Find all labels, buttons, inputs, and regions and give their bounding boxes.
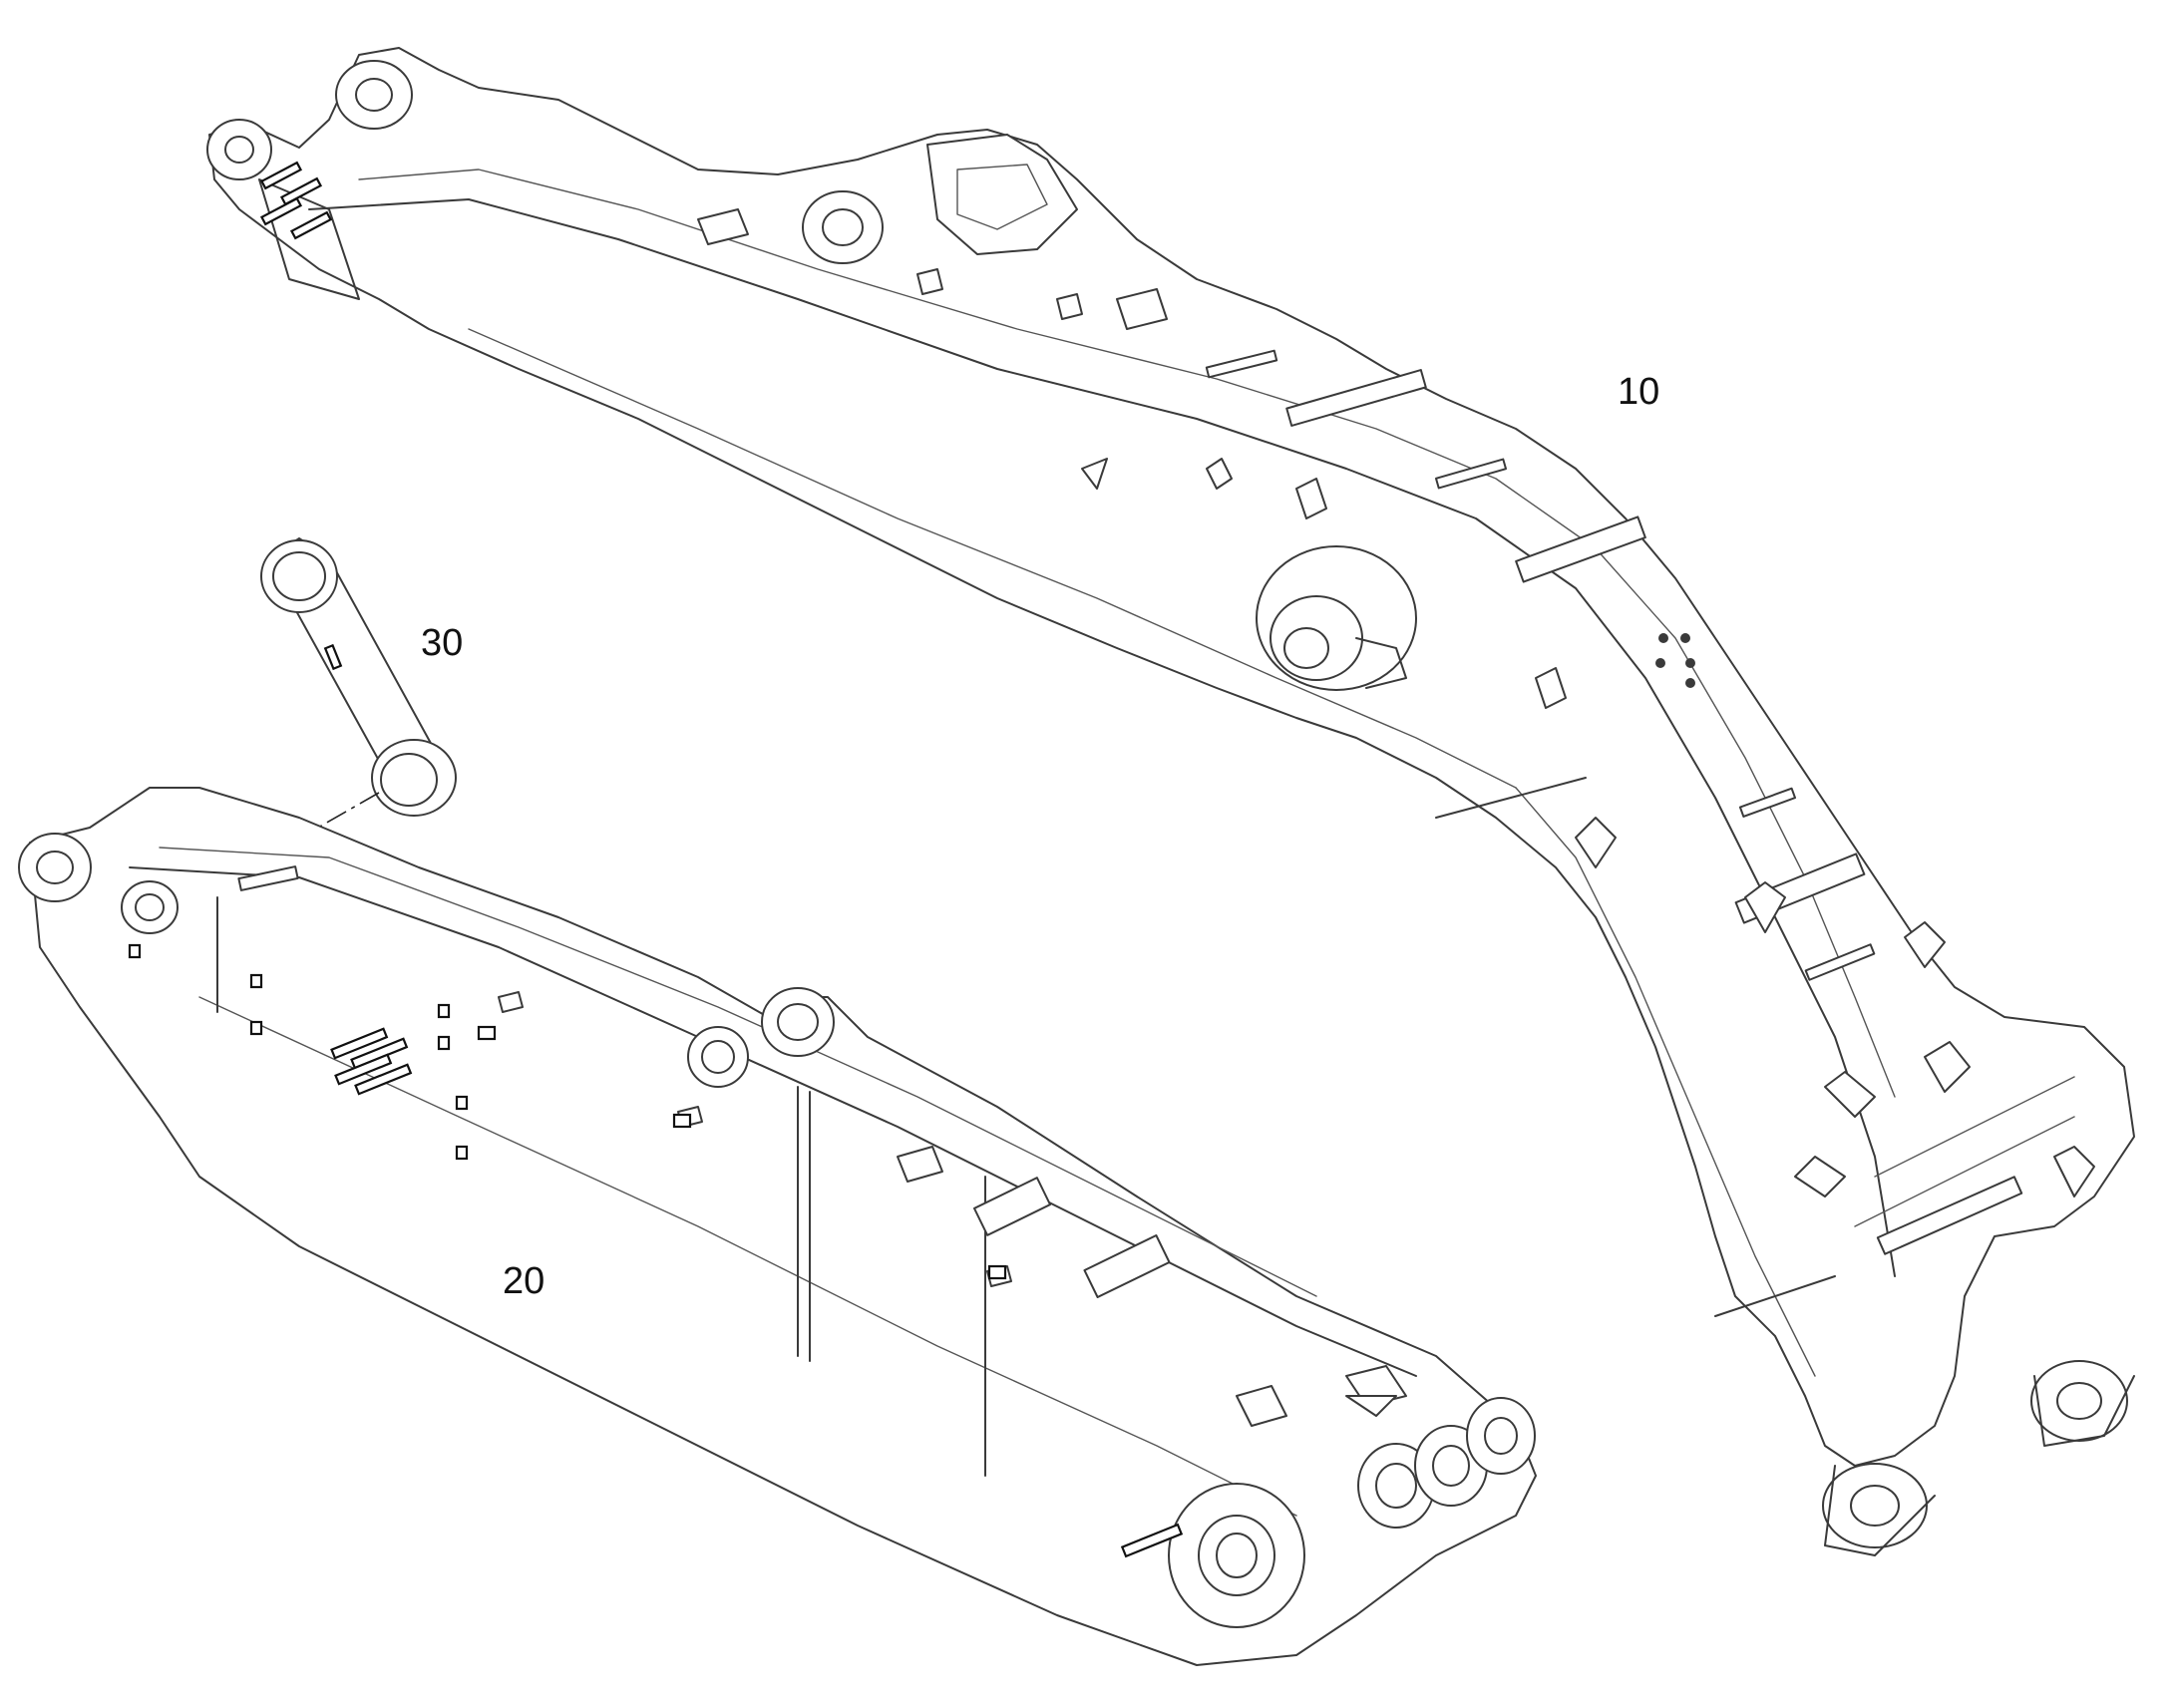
- callout-boom: 10: [1618, 371, 1660, 413]
- boom-part-10: [206, 47, 2135, 1556]
- arm-part-20: [18, 787, 1537, 1666]
- link-centerline: [303, 792, 380, 837]
- callout-link: 30: [421, 622, 464, 664]
- callout-arm: 20: [503, 1260, 545, 1302]
- link-part-30: [260, 537, 457, 837]
